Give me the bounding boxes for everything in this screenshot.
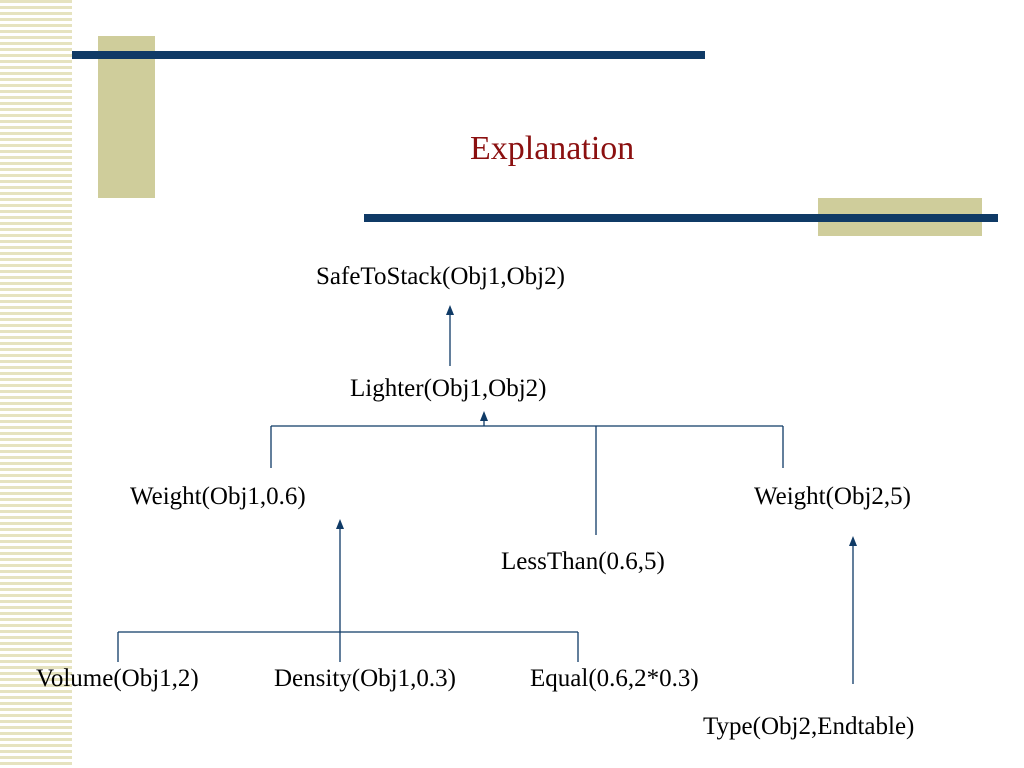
- left-stripe-decoration: [0, 0, 72, 768]
- title-underline-bar: [364, 214, 998, 222]
- top-accent-bar: [72, 51, 705, 59]
- node-density: Density(Obj1,0.3): [274, 665, 456, 692]
- node-lessthan: LessThan(0.6,5): [501, 548, 665, 575]
- arrowhead-safetostack: [446, 305, 454, 315]
- node-weight-obj1: Weight(Obj1,0.6): [130, 483, 306, 510]
- arrowhead-lighter: [480, 411, 488, 421]
- top-left-accent-block: [98, 36, 155, 198]
- arrowhead-weight-obj2: [849, 536, 857, 546]
- node-safetostack: SafeToStack(Obj1,Obj2): [316, 263, 565, 290]
- node-type: Type(Obj2,Endtable): [703, 713, 915, 740]
- node-lighter: Lighter(Obj1,Obj2): [350, 375, 547, 402]
- slide-title: Explanation: [470, 130, 635, 167]
- arrowhead-weight-obj1: [336, 519, 344, 529]
- node-volume: Volume(Obj1,2): [36, 665, 199, 692]
- node-weight-obj2: Weight(Obj2,5): [754, 483, 911, 510]
- node-equal: Equal(0.6,2*0.3): [530, 665, 699, 692]
